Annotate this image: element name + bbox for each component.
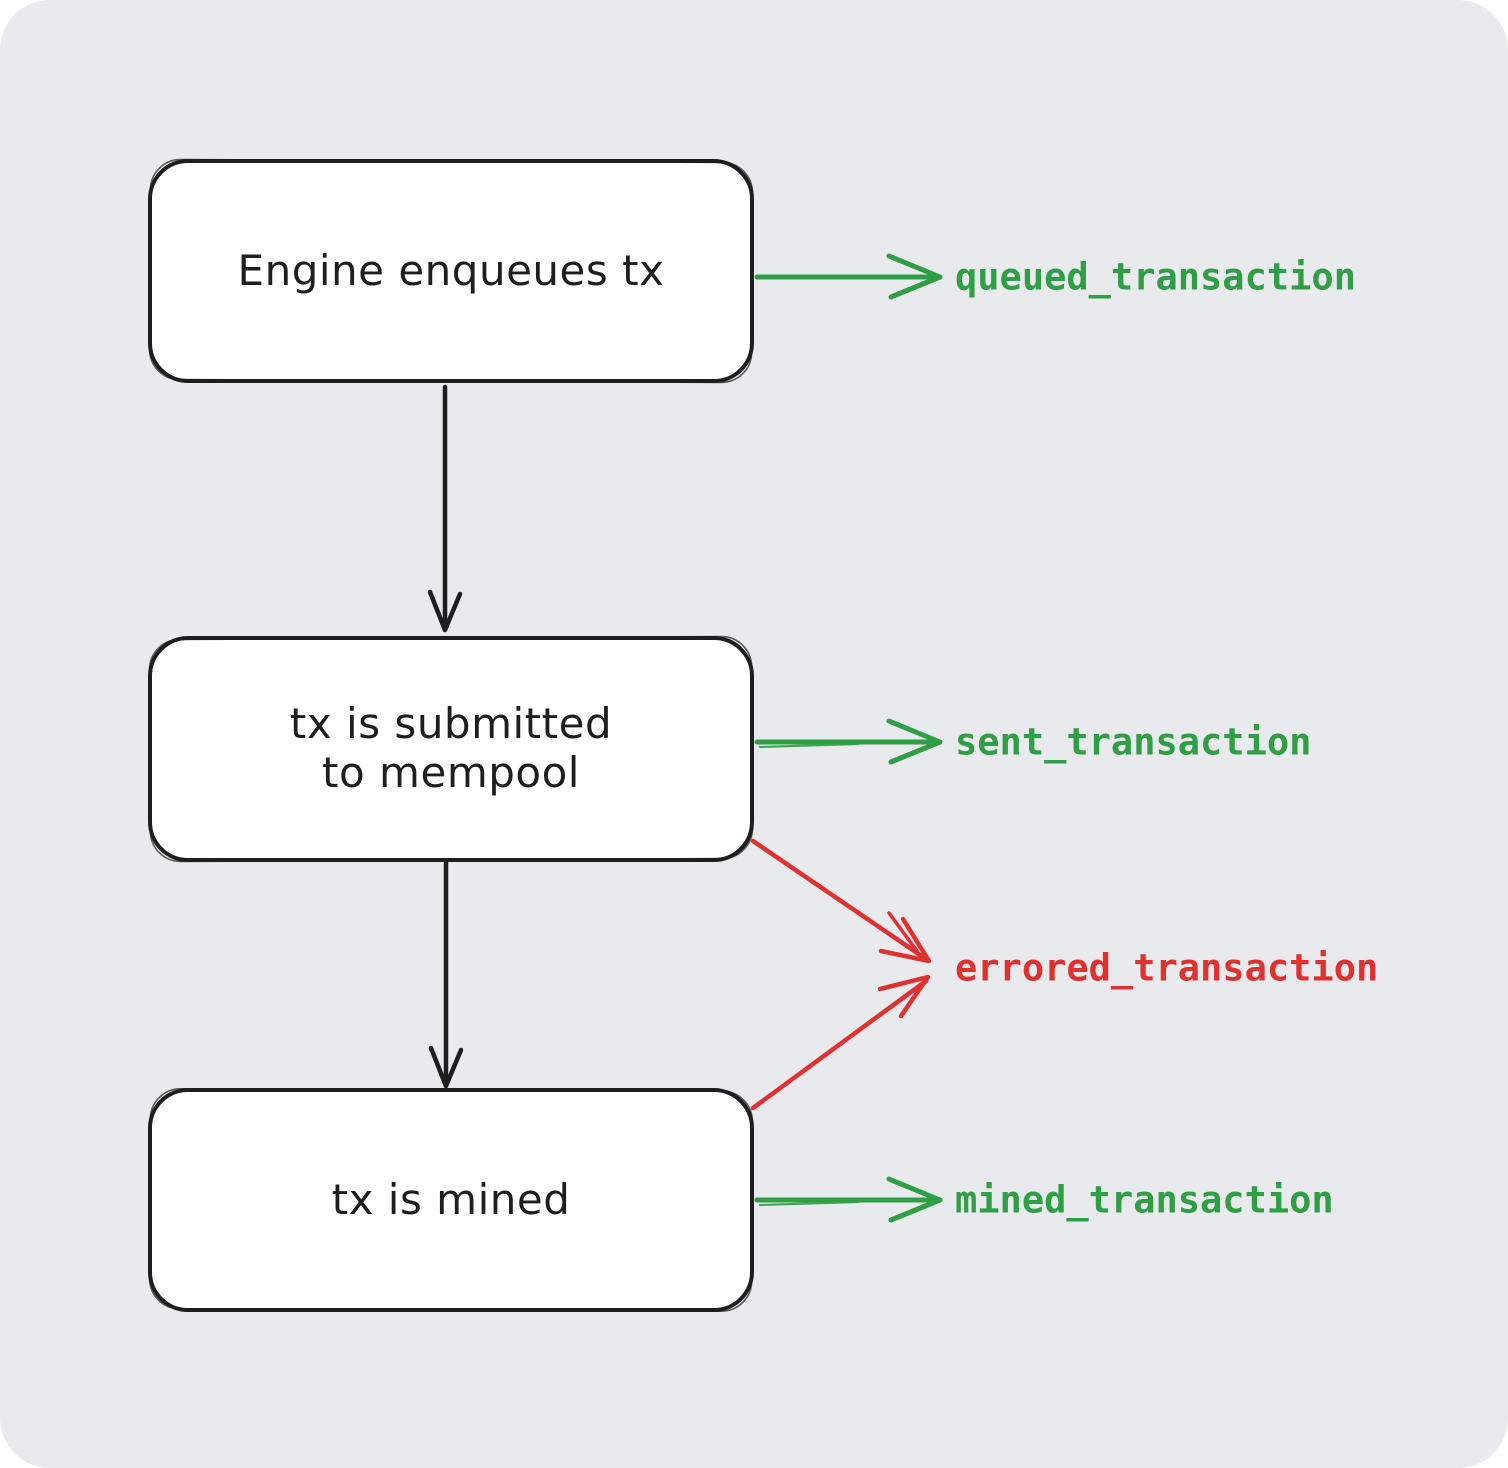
arrow-mined-transaction [754, 1176, 943, 1223]
event-label-mined-transaction: mined_transaction [955, 1178, 1334, 1222]
arrowhead-sketch-stroke [887, 911, 919, 953]
node-engine-enqueues-tx-box [148, 158, 754, 384]
arrowhead-right-icon [886, 253, 943, 300]
node-tx-submitted-mempool-box [148, 635, 754, 863]
arrowhead-down-icon [428, 1045, 464, 1089]
node-label-text-line1: tx is submitted [289, 699, 613, 749]
event-label-errored-transaction: errored_transaction [955, 946, 1379, 990]
arrowhead-right-icon [878, 916, 932, 964]
arrow-queued-transaction [754, 253, 943, 300]
arrow-shaft-sketch-stroke [758, 742, 860, 749]
arrow-mined-to-errored [750, 974, 931, 1111]
node-tx-submitted-mempool-label: tx is submitted to mempool [150, 638, 752, 860]
node-tx-mined-box [148, 1088, 754, 1312]
node-label-text: Engine enqueues tx [237, 245, 665, 295]
arrow-shaft [750, 838, 929, 962]
node-engine-enqueues-tx-label: Engine enqueues tx [150, 161, 752, 381]
arrowhead-right-icon [877, 974, 931, 1019]
arrow-sent-transaction [754, 718, 943, 765]
node-box-sketch-stroke [148, 158, 754, 384]
node-label-text: tx is mined [331, 1174, 571, 1224]
event-label-queued-transaction: queued_transaction [955, 255, 1356, 299]
arrowhead-right-icon [886, 1176, 943, 1223]
arrow-mempool-to-mined [428, 859, 464, 1089]
node-label-text-line2: to mempool [322, 748, 580, 797]
node-box-sketch-stroke [148, 1088, 754, 1312]
arrow-shaft [750, 978, 929, 1111]
node-tx-mined-label: tx is mined [150, 1090, 752, 1310]
arrowhead-right-icon [886, 718, 943, 765]
node-box-sketch-stroke [148, 635, 754, 863]
arrow-mempool-to-errored [750, 838, 932, 964]
arrow-engine-to-mempool [427, 384, 463, 633]
arrow-shaft-sketch-stroke [758, 1200, 860, 1207]
event-label-sent-transaction: sent_transaction [955, 720, 1312, 764]
arrowhead-down-icon [427, 589, 463, 633]
